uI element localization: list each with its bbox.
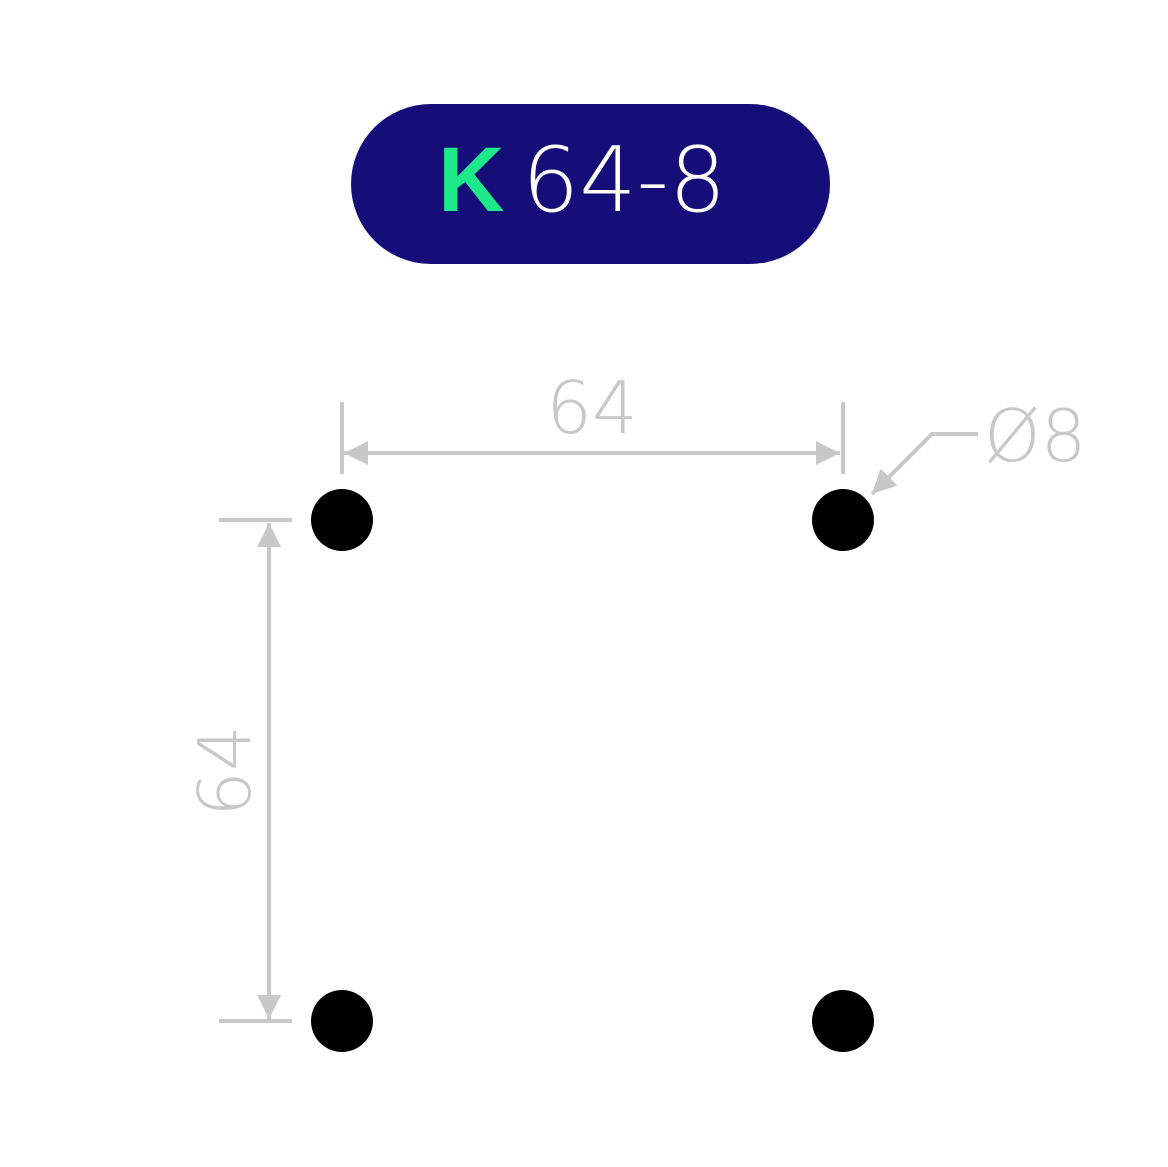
badge-background (351, 104, 830, 264)
diameter-callout: Ø8 (870, 394, 1086, 496)
hole-bottom-left (311, 990, 373, 1052)
holes (311, 489, 874, 1052)
leader-line (870, 432, 978, 496)
hole-bottom-right (812, 990, 874, 1052)
horizontal-dimension (340, 402, 845, 474)
model-badge: K 64-8 (351, 104, 830, 264)
badge-letter: K (438, 129, 504, 231)
horizontal-dimension-label: 64 (546, 366, 638, 450)
diameter-label: Ø8 (984, 394, 1086, 478)
vertical-dimension-label: 64 (183, 725, 267, 817)
hole-top-right (812, 489, 874, 551)
hole-top-left (311, 489, 373, 551)
vertical-dimension (219, 518, 292, 1023)
badge-code: 64-8 (522, 128, 726, 233)
